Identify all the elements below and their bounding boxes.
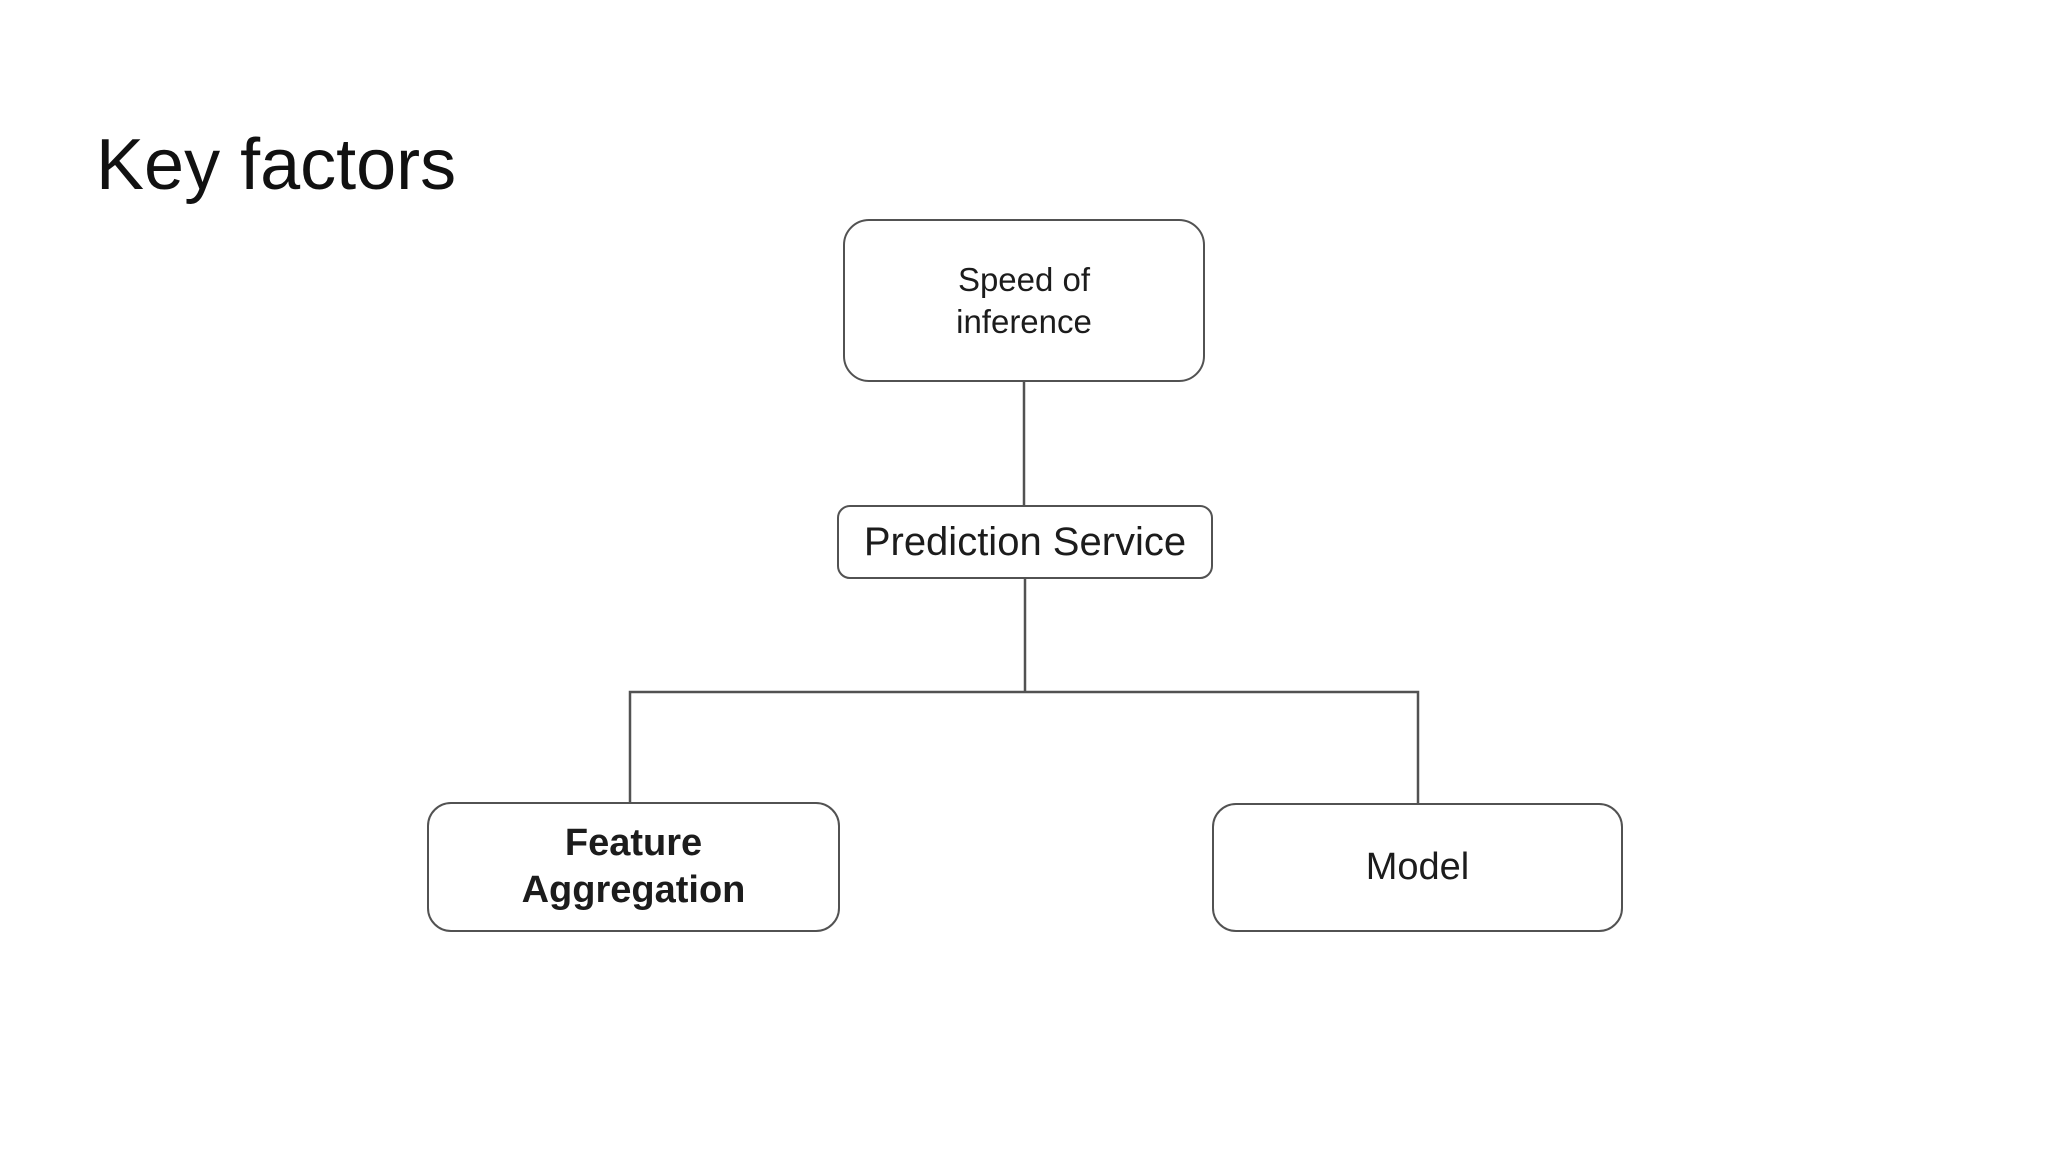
node-speed-of-inference: Speed of inference	[843, 219, 1205, 382]
node-label-line: Feature	[564, 821, 703, 864]
node-feature-aggregation: Feature Aggregation	[427, 802, 840, 932]
node-model: Model	[1212, 803, 1623, 932]
page-title: Key factors	[96, 125, 457, 205]
node-label-line: Prediction Service	[863, 520, 1187, 564]
node-label-line: Model	[1365, 845, 1470, 888]
node-label-line: inference	[956, 302, 1092, 340]
node-label-line: Speed of	[957, 261, 1091, 299]
node-label-line: Aggregation	[521, 869, 746, 911]
edge-prediction-to-children-line	[628, 690, 1420, 803]
node-prediction-service: Prediction Service	[837, 505, 1213, 579]
